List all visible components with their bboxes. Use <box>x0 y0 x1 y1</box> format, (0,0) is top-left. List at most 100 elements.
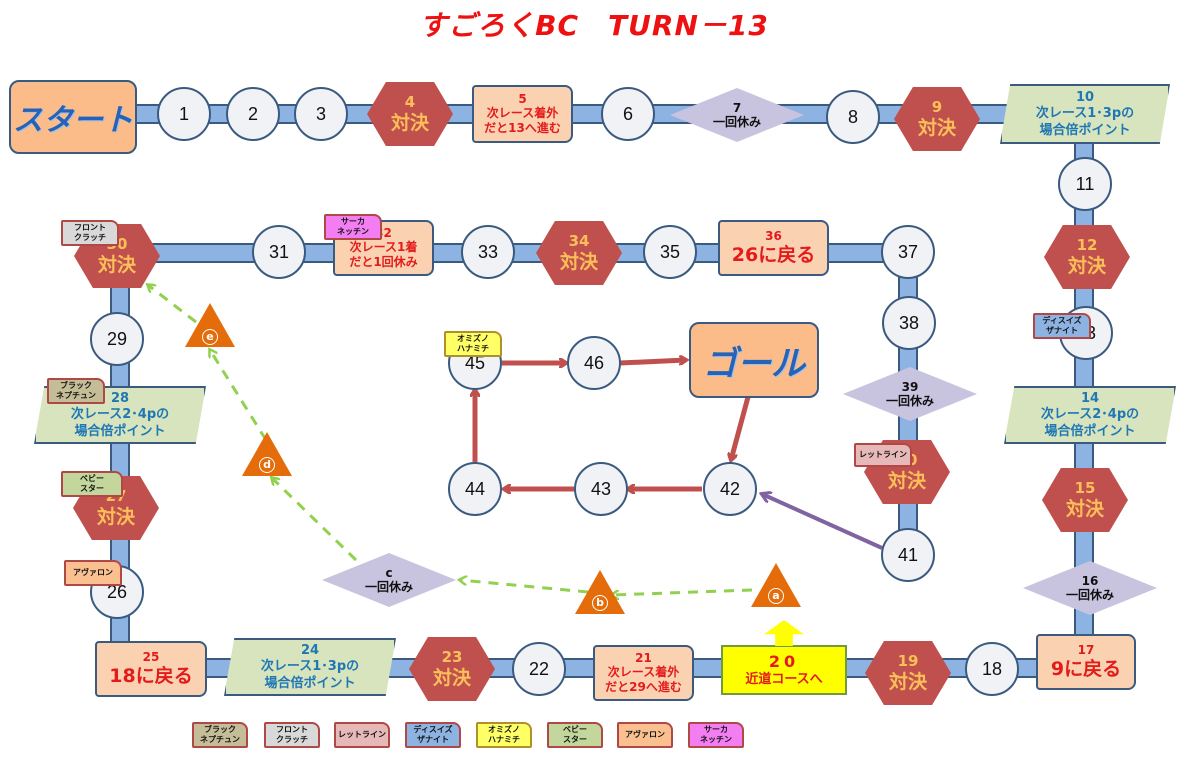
label-squares-s21-line2: だと29へ進む <box>605 680 682 694</box>
label-squares-s38: 38 <box>898 312 920 333</box>
label-squares-s17-num: 17 <box>1077 643 1095 657</box>
label-squares-s32-line2: だと1回休み <box>349 255 418 269</box>
square-33: 33 <box>461 225 515 279</box>
marker-d-label: d <box>242 457 292 473</box>
label-players-1-name_line1: フロント <box>276 725 308 734</box>
dash-e-30 <box>148 285 197 324</box>
label-squares-s29: 29 <box>106 328 128 349</box>
label-squares-s37: 37 <box>897 241 919 262</box>
player-token-this-is-the-knight: ディスイズザナイト <box>1033 313 1091 339</box>
label-squares-s34-text: 対決 <box>559 251 598 273</box>
label-players-3-name_line1: ディスイズ <box>413 725 453 734</box>
label-squares-s16-text: 一回休み <box>1065 588 1114 602</box>
label-players-1-name_line1: フロント <box>74 223 106 232</box>
label-players-7-name_line1: サーカ <box>341 217 365 226</box>
label-squares-s5-line2: だと13へ進む <box>484 121 561 135</box>
label-players-6-name_line1: アヴァロン <box>625 730 665 739</box>
square-6: 6 <box>601 87 655 141</box>
square-35: 35 <box>643 225 697 279</box>
label-squares-s28-line2: 場合倍ポイント <box>74 423 166 439</box>
label-squares-s20-text: 近道コースへ <box>745 672 823 687</box>
label-squares-s24-line1: 次レース1･3pの <box>260 658 360 674</box>
label-players-4-name_line2: ハナミチ <box>488 735 520 744</box>
label-players-7-name_line2: ネッチン <box>337 227 369 236</box>
player-token-red-line: レットライン <box>854 443 912 467</box>
label-squares-s4-num: 4 <box>404 93 416 111</box>
label-squares-s12-text: 対決 <box>1067 255 1106 277</box>
label-squares-s2: 2 <box>247 103 258 124</box>
label-squares-s39-text: 一回休み <box>885 394 934 408</box>
arrow-goal-42 <box>731 396 751 460</box>
label-squares-s19-num: 19 <box>897 652 919 670</box>
goal-label: ゴール <box>703 343 805 384</box>
label-players-0-name_line1: ブラック <box>204 725 236 734</box>
label-squares-s41: 41 <box>897 544 919 565</box>
legend-saka-netchin: サーカネッチン <box>688 722 744 748</box>
square-1: 1 <box>157 87 211 141</box>
dash-d-e <box>210 350 268 441</box>
label-shortcut_markers-e: e <box>202 329 218 345</box>
player-token-black-neptune: ブラックネプチュン <box>47 378 105 404</box>
square-41: 41 <box>881 528 935 582</box>
label-squares-s15-text: 対決 <box>1065 498 1104 520</box>
square-38: 38 <box>882 296 936 350</box>
label-squares-s39-num: 39 <box>901 380 919 394</box>
label-squares-s23-text: 対決 <box>432 667 471 689</box>
label-players-7-name_line1: サーカ <box>704 725 728 734</box>
legend-omizuno-hanamichi: オミズノハナミチ <box>476 722 532 748</box>
square-2: 2 <box>226 87 280 141</box>
label-shortcut_markers-b: b <box>592 595 608 611</box>
label-squares-s43: 43 <box>590 478 612 499</box>
label-squares-s9-num: 9 <box>931 98 943 116</box>
label-players-3-name_line2: ザナイト <box>1046 326 1078 335</box>
label-squares-s14-line1: 次レース2･4pの <box>1040 406 1140 422</box>
label-squares-s27-text: 対決 <box>96 506 135 528</box>
label-players-2-name_line1: レットライン <box>859 450 907 459</box>
label-squares-s36-num: 36 <box>765 229 782 243</box>
label-squares-s14-num: 14 <box>1080 390 1100 406</box>
label-squares-s10-num: 10 <box>1075 89 1095 105</box>
label-squares-s11: 11 <box>1075 173 1095 194</box>
label-squares-s8: 8 <box>847 106 858 127</box>
label-players-4-name_line1: オミズノ <box>488 725 520 734</box>
label-squares-s32-line1: 次レース1着 <box>349 240 418 254</box>
dash-b-c <box>460 580 589 594</box>
label-players-3-name_line1: ディスイズ <box>1042 316 1082 325</box>
square-8: 8 <box>826 90 880 144</box>
label-squares-s25-num: 25 <box>142 650 160 664</box>
label-players-5-name_line1: ベビー <box>80 474 104 483</box>
label-squares-s22: 22 <box>528 658 550 679</box>
label-squares-s7-text: 一回休み <box>712 115 761 129</box>
label-squares-s10-line2: 場合倍ポイント <box>1039 122 1131 138</box>
player-token-baby-star: ベビースター <box>61 471 123 497</box>
label-squares-s5-num: 5 <box>518 92 527 106</box>
label-squares-s45: 45 <box>464 352 486 373</box>
label-squares-s7-num: 7 <box>732 101 742 115</box>
label-squares-s12-num: 12 <box>1076 236 1098 254</box>
square-29: 29 <box>90 312 144 366</box>
label-players-5-name_line2: スター <box>80 484 104 493</box>
label-squares-s9-text: 対決 <box>917 117 956 139</box>
label-squares-s14-line2: 場合倍ポイント <box>1044 423 1136 439</box>
label-players-0-name_line1: ブラック <box>60 381 92 390</box>
label-players-0-name_line2: ネプチュン <box>56 391 96 400</box>
player-token-avalon: アヴァロン <box>64 560 122 586</box>
label-players-1-name_line2: クラッチ <box>276 735 308 744</box>
label-squares-s19-text: 対決 <box>888 671 927 693</box>
label-squares-s28-num: 28 <box>110 390 130 406</box>
label-squares-s36-text: 26に戻る <box>731 244 816 266</box>
legend-avalon: アヴァロン <box>617 722 673 748</box>
label-squares-s35: 35 <box>659 241 681 262</box>
start-label: スタート <box>13 103 133 138</box>
legend-baby-star: ベビースター <box>547 722 603 748</box>
label-squares-s31: 31 <box>268 241 290 262</box>
